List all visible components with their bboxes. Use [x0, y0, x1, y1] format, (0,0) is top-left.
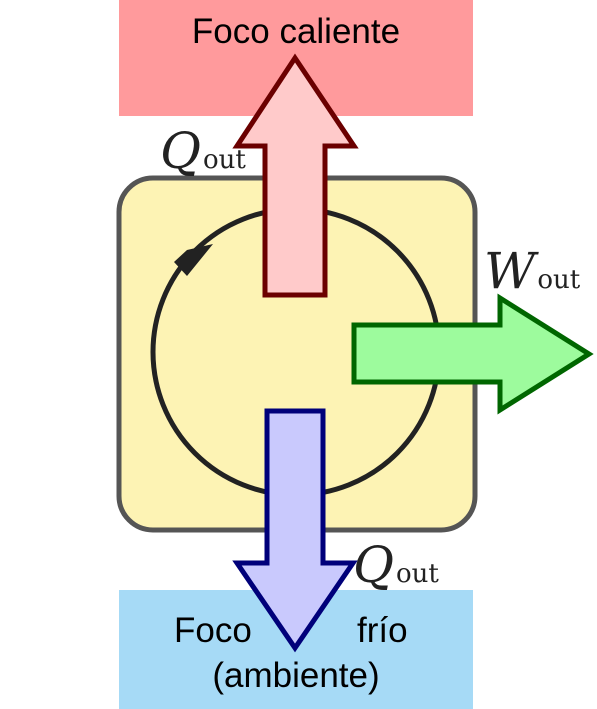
- heat-out-bottom-subscript: out: [396, 559, 439, 589]
- heat-out-bottom-label: Qout: [353, 536, 439, 594]
- work-out-label: Wout: [484, 242, 581, 300]
- heat-out-bottom-symbol: Q: [353, 536, 394, 594]
- cold-reservoir-label-foco: Foco: [174, 611, 252, 650]
- hot-reservoir-label: Foco caliente: [192, 12, 400, 51]
- work-out-subscript: out: [537, 265, 580, 295]
- work-out-symbol: W: [484, 242, 539, 300]
- heat-out-top-arrow: [232, 53, 359, 298]
- work-out-arrow: [351, 293, 594, 415]
- heat-out-top-label: Qout: [160, 122, 246, 180]
- heat-out-top-subscript: out: [203, 145, 246, 175]
- cold-reservoir-label-ambiente: (ambiente): [212, 656, 379, 695]
- cycle-direction-arrowhead-icon: [174, 244, 213, 276]
- heat-out-bottom-arrow: [232, 408, 358, 653]
- cold-reservoir-label-frio: frío: [357, 611, 408, 650]
- heat-out-top-symbol: Q: [160, 122, 201, 180]
